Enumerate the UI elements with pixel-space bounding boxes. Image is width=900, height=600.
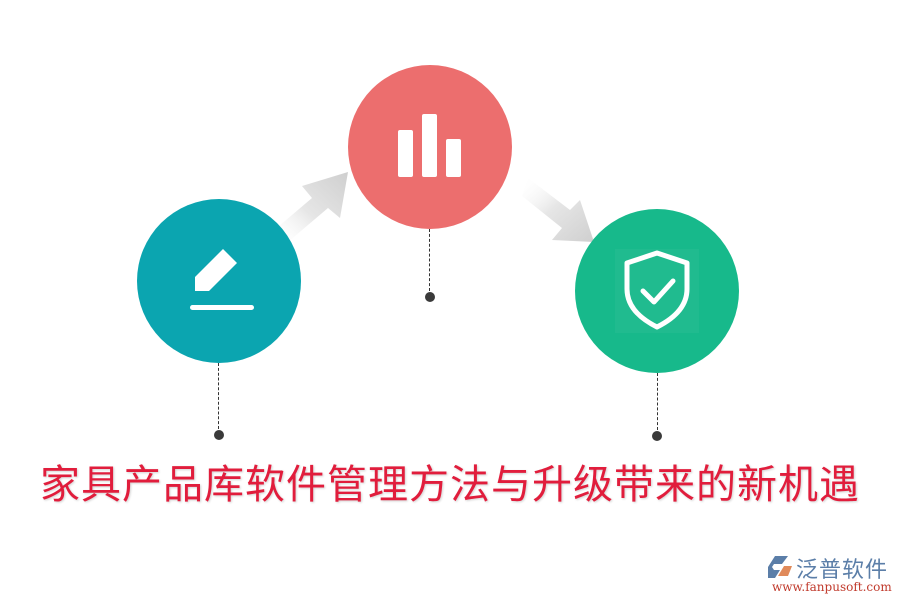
page-title: 家具产品库软件管理方法与升级带来的新机遇 xyxy=(40,462,860,508)
pencil-edit-icon xyxy=(190,249,254,310)
logo-name: 泛普软件 xyxy=(796,558,889,583)
fanpu-logo-icon xyxy=(768,556,792,578)
step-3-shield-circle xyxy=(575,209,739,373)
logo-url: www.fanpusoft.com xyxy=(772,580,892,594)
step-1-edit-circle xyxy=(137,199,301,363)
shield-check-icon xyxy=(615,249,699,333)
step-2-dot xyxy=(425,292,435,302)
bar-chart-icon xyxy=(398,114,461,177)
step-1-connector xyxy=(218,363,219,429)
step-3-connector xyxy=(657,373,658,430)
step-3-dot xyxy=(652,431,662,441)
brand-logo: 泛普软件 www.fanpusoft.com xyxy=(766,552,896,596)
arrow-down-right-icon xyxy=(522,178,594,242)
step-1-dot xyxy=(214,430,224,440)
arrow-up-right-icon xyxy=(272,172,348,240)
step-2-connector xyxy=(429,229,430,291)
step-2-chart-circle xyxy=(348,65,512,229)
